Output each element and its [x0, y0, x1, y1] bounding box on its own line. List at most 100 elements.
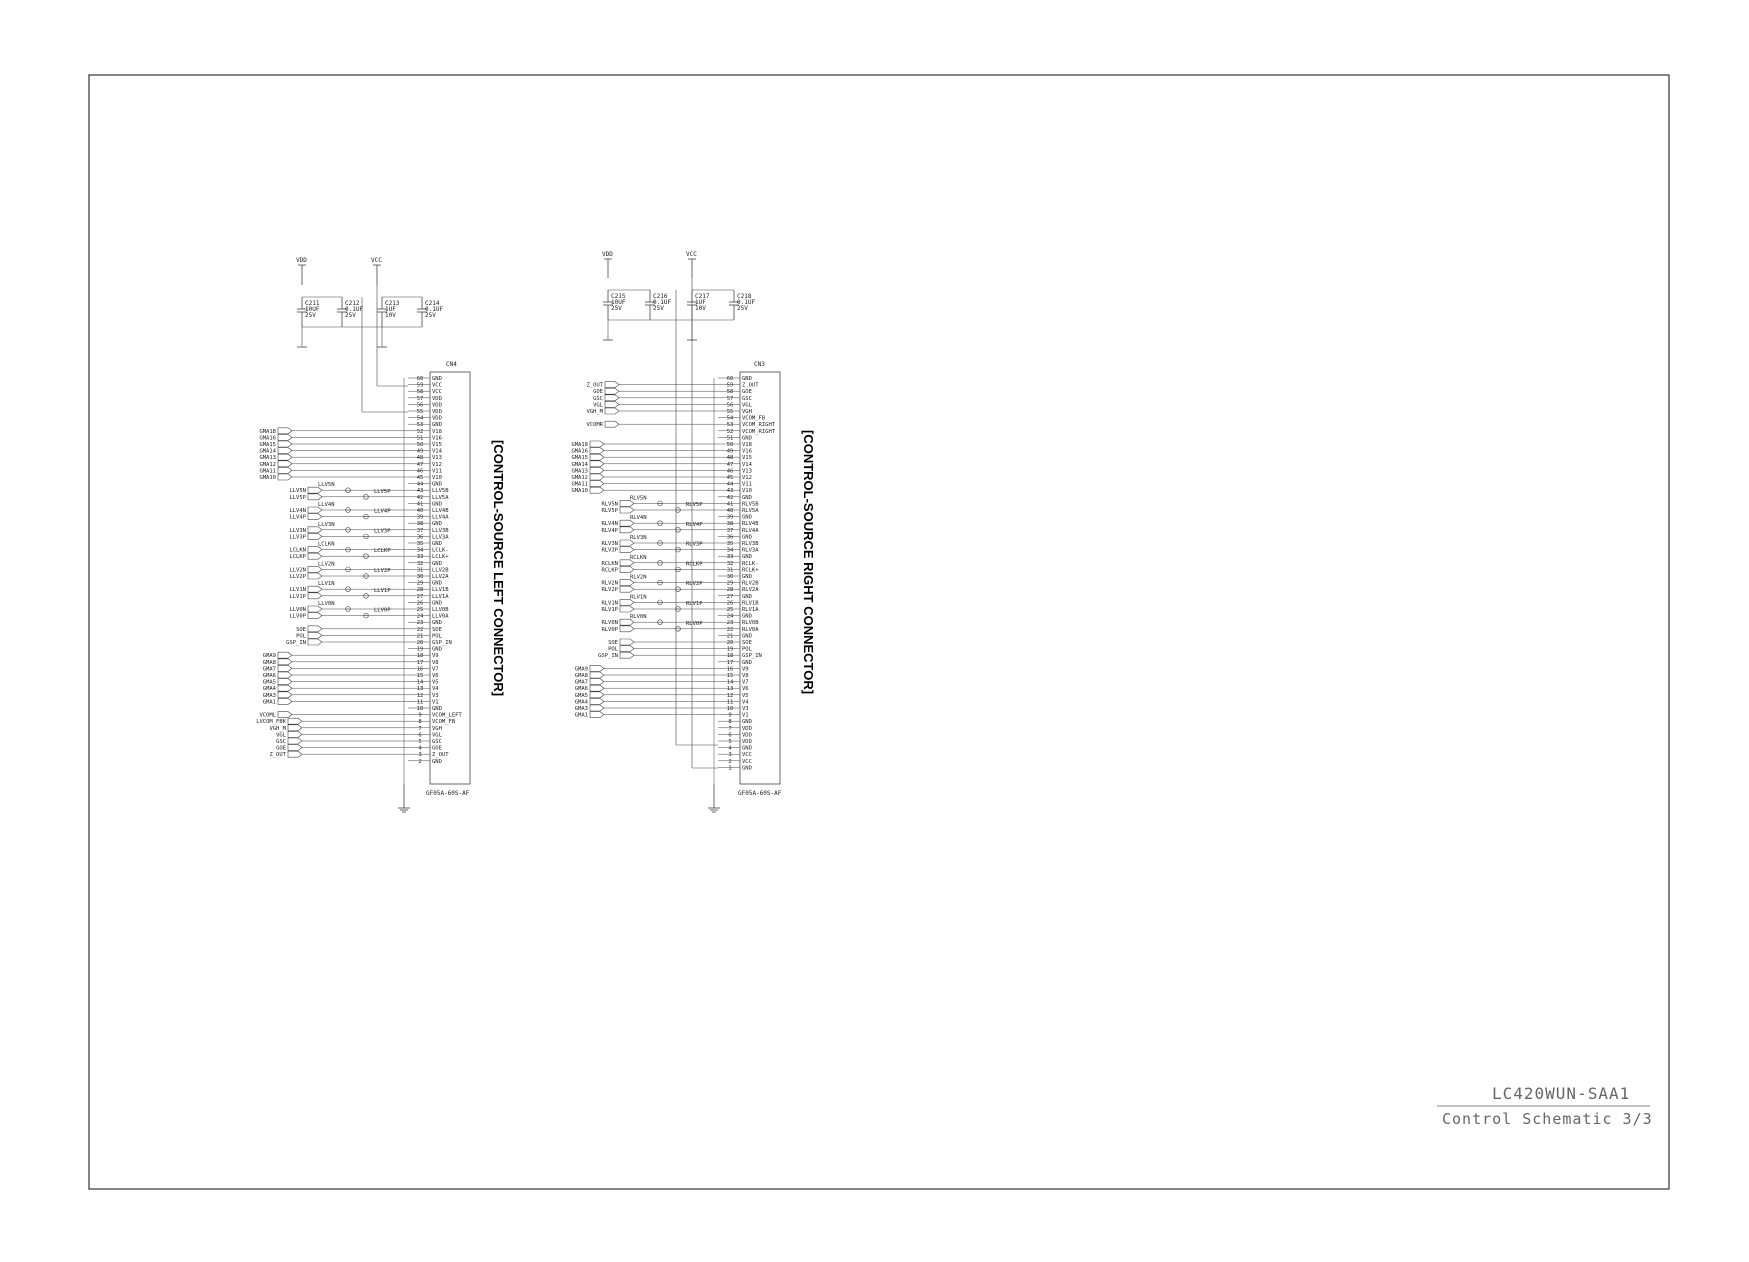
pin-number: 18 — [727, 653, 734, 659]
pin-signal: VCC — [742, 752, 752, 758]
ferrite-label: RCLKP — [686, 561, 703, 567]
cap-value: 0.1UF — [653, 299, 671, 306]
pin-number: 35 — [417, 541, 424, 547]
ferrite-label: RLV3N — [630, 535, 647, 541]
net-port: SOE — [296, 625, 408, 633]
pin-signal: POL — [432, 633, 443, 639]
pin-signal: V12 — [742, 475, 752, 481]
pin-number: 31 — [727, 567, 734, 573]
pin-signal: GND — [432, 759, 442, 765]
net-label: SOE — [608, 640, 618, 646]
pin-number: 12 — [417, 693, 424, 699]
pin-number: 12 — [727, 693, 734, 699]
net-port: Z_OUT — [586, 381, 718, 389]
ferrite-label: RLV2N — [630, 575, 647, 581]
ferrite-bead — [675, 566, 681, 573]
net-port: GSC — [276, 737, 408, 745]
pin-signal: VGH — [742, 409, 752, 415]
left-connector-body — [429, 371, 471, 785]
net-label: LLV3N — [289, 528, 306, 534]
cap-value: 0.1UF — [425, 306, 443, 313]
pin-signal: GND — [432, 600, 442, 606]
left-heading: [CONTROL-SOURCE LEFT CONNECTOR] — [491, 440, 506, 696]
pin-signal: V3 — [432, 693, 439, 699]
ferrite-bead — [345, 507, 351, 513]
pin-number: 60 — [417, 376, 424, 382]
pin-signal: VDD — [742, 726, 752, 732]
pin-number: 60 — [727, 376, 734, 382]
ferrite-label: LLV3P — [374, 528, 391, 534]
pin-number: 27 — [727, 594, 734, 600]
net-label: Z_OUT — [269, 752, 286, 758]
sheet-border — [88, 74, 1670, 1190]
pin-signal: RLV2B — [742, 581, 759, 587]
pin-signal: V3 — [742, 706, 749, 712]
net-port: GMA4 — [263, 684, 408, 692]
net-port: LVCOM_FBK — [256, 717, 408, 725]
pin-signal: RLV3A — [742, 548, 759, 554]
left-connector-part: GF05A-60S-AF — [426, 790, 470, 797]
pin-number: 32 — [727, 561, 734, 567]
net-port: VGL — [593, 401, 718, 408]
net-port: RLV3P — [601, 546, 718, 554]
pin-number: 19 — [417, 647, 424, 653]
net-port: VGH_M — [586, 407, 718, 415]
left-vcc-label: VCC — [371, 257, 382, 264]
pin-number: 39 — [417, 515, 424, 521]
net-port: GSC — [593, 394, 718, 402]
net-label: GMA3 — [263, 693, 276, 699]
net-label: RLV2P — [601, 587, 618, 593]
pin-signal: V8 — [432, 660, 439, 666]
pin-number: 13 — [417, 686, 424, 692]
pin-number: 38 — [417, 521, 424, 527]
net-label: GSP_IN — [286, 640, 306, 646]
ferrite-bead — [363, 513, 369, 520]
ferrite-bead — [657, 520, 663, 526]
ferrite-label: RLV4P — [686, 522, 703, 528]
pin-signal: LLV1A — [432, 594, 449, 600]
net-label: Z_OUT — [586, 383, 603, 389]
pin-number: 45 — [417, 475, 424, 481]
net-label: GMA7 — [575, 680, 588, 686]
pin-signal: V9 — [432, 653, 439, 659]
pin-signal: V15 — [432, 442, 442, 448]
pin-signal: GND — [742, 765, 752, 771]
pin-number: 19 — [727, 647, 734, 653]
pin-number: 8 — [728, 719, 731, 725]
net-port: LCLKN — [289, 546, 408, 554]
ferrite-bead — [345, 586, 351, 592]
pin-signal: VDD — [432, 402, 442, 408]
net-port: GSP_IN — [286, 638, 408, 646]
pin-number: 56 — [417, 402, 424, 408]
net-port: GMA18 — [259, 427, 408, 435]
pin-number: 57 — [417, 396, 424, 402]
net-label: GMA4 — [575, 699, 589, 705]
pin-number: 32 — [417, 561, 424, 567]
pin-number: 16 — [727, 666, 734, 672]
net-label: GMA8 — [263, 660, 276, 666]
pin-number: 56 — [727, 402, 734, 408]
right-heading: [CONTROL-SOURCE RIGHT CONNECTOR] — [801, 430, 816, 694]
pin-number: 22 — [417, 627, 424, 633]
